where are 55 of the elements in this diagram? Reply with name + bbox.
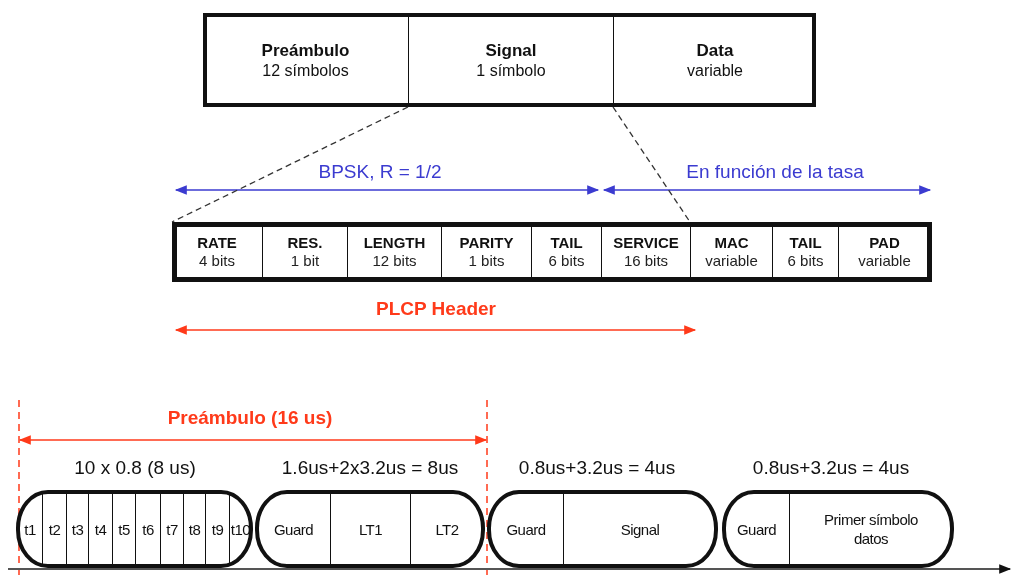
section-size: 1 símbolo (476, 60, 546, 81)
field-size: 6 bits (787, 252, 824, 270)
capsule-shape (255, 490, 485, 568)
segment-label: t3 (71, 519, 84, 539)
segment-label: Signal (620, 519, 660, 539)
section-title: Signal (485, 39, 537, 61)
segment-label: LT1 (358, 519, 383, 539)
dimension-label: En función de la tasa (686, 161, 864, 183)
field-name: SERVICE (613, 234, 679, 252)
field-size: 4 bits (199, 252, 235, 270)
section-title: Data (696, 39, 734, 61)
segment-label: Guard (736, 519, 777, 539)
dashed-line (612, 106, 691, 223)
segment-label: t1 (24, 519, 36, 539)
segment-label: t7 (166, 519, 178, 539)
field-size: variable (705, 252, 758, 270)
dimension-label: PLCP Header (376, 298, 496, 320)
field-name: LENGTH (363, 234, 426, 252)
dashed-line (171, 106, 409, 223)
field-name: PAD (869, 234, 900, 252)
duration-label: 1.6us+2x3.2us = 8us (281, 457, 459, 479)
capsule-shape (722, 490, 954, 568)
segment-label: LT2 (435, 519, 459, 539)
segment-cell (229, 492, 251, 566)
field-name: PARITY (459, 234, 514, 252)
field-size: 12 bits (372, 252, 417, 270)
segment-label: Guard (506, 519, 546, 539)
field-size: 1 bits (468, 252, 505, 270)
dimension-label: BPSK, R = 1/2 (318, 161, 442, 183)
segment-label: t5 (118, 519, 130, 539)
field-size: 6 bits (548, 252, 585, 270)
segment-label: t4 (94, 519, 107, 539)
section-size: variable (687, 60, 743, 81)
duration-label: 0.8us+3.2us = 4us (518, 457, 676, 479)
field-size: variable (858, 252, 911, 270)
field-name: MAC (714, 234, 749, 252)
field-name: RATE (197, 234, 237, 252)
field-size: 1 bit (290, 252, 320, 270)
segment-label: t8 (188, 519, 201, 539)
capsule-shape (487, 490, 718, 568)
field-name: TAIL (789, 234, 822, 252)
duration-label: 0.8us+3.2us = 4us (752, 457, 910, 479)
dimension-label: Preámbulo (16 us) (167, 407, 333, 429)
field-name: RES. (287, 234, 323, 252)
duration-label: 10 x 0.8 (8 us) (74, 457, 196, 479)
field-size: 16 bits (623, 252, 669, 270)
segment-label: t9 (211, 519, 224, 539)
section-size: 12 símbolos (262, 60, 349, 81)
segment-label: t2 (48, 519, 61, 539)
section-title: Preámbulo (261, 39, 350, 61)
segment-label: t6 (142, 519, 154, 539)
capsule-shape (16, 490, 253, 568)
segment-label: Primer símbolo datos (823, 510, 919, 548)
field-name: TAIL (550, 234, 583, 252)
segment-label: Guard (273, 519, 314, 539)
